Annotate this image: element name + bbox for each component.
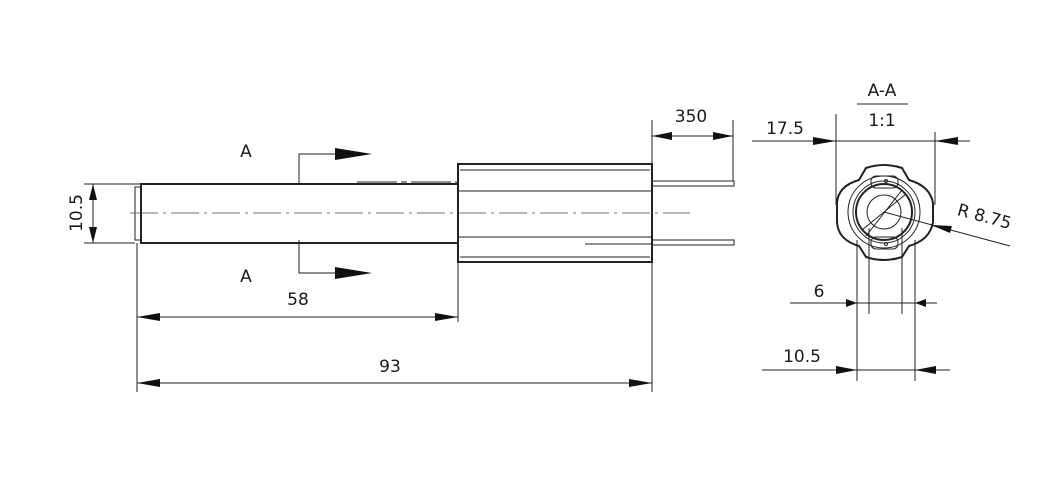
dim-text-17-5: 17.5 <box>766 119 804 139</box>
section-label-top: A <box>240 142 252 162</box>
pins <box>357 180 735 246</box>
dim-text-radius: R 8.75 <box>955 200 1013 234</box>
shaft <box>140 183 459 244</box>
dim-text-6: 6 <box>814 282 825 302</box>
hub <box>457 163 653 263</box>
dim-text-350: 350 <box>675 107 707 127</box>
dim-text-58: 58 <box>287 290 309 310</box>
dim-outer-width: 17.5 <box>752 114 970 205</box>
section-view: A-A 1:1 17.5 R 8.75 <box>752 81 1013 381</box>
shaft-end-cap <box>134 186 142 241</box>
dim-radius: R 8.75 <box>883 200 1013 247</box>
dim-pin-length: 350 <box>651 107 734 181</box>
dim-text-93: 93 <box>379 357 401 377</box>
dim-inner-diameter: 10.5 <box>762 240 950 381</box>
dim-shaft-diameter: 10.5 <box>67 183 141 244</box>
dim-text-10-5: 10.5 <box>783 347 821 367</box>
dim-length-to-hub: 58 <box>137 290 458 321</box>
section-marker-bottom: A <box>240 240 372 287</box>
dim-bore: 6 <box>790 228 937 314</box>
section-title: A-A <box>868 81 897 101</box>
section-label-bottom: A <box>240 267 252 287</box>
dim-overall-length: 93 <box>137 357 652 387</box>
section-marker-top: A <box>240 142 372 183</box>
side-view: A A 10.5 58 <box>67 107 735 392</box>
dim-text-shaft-diameter: 10.5 <box>67 194 87 232</box>
section-scale: 1:1 <box>868 111 895 131</box>
